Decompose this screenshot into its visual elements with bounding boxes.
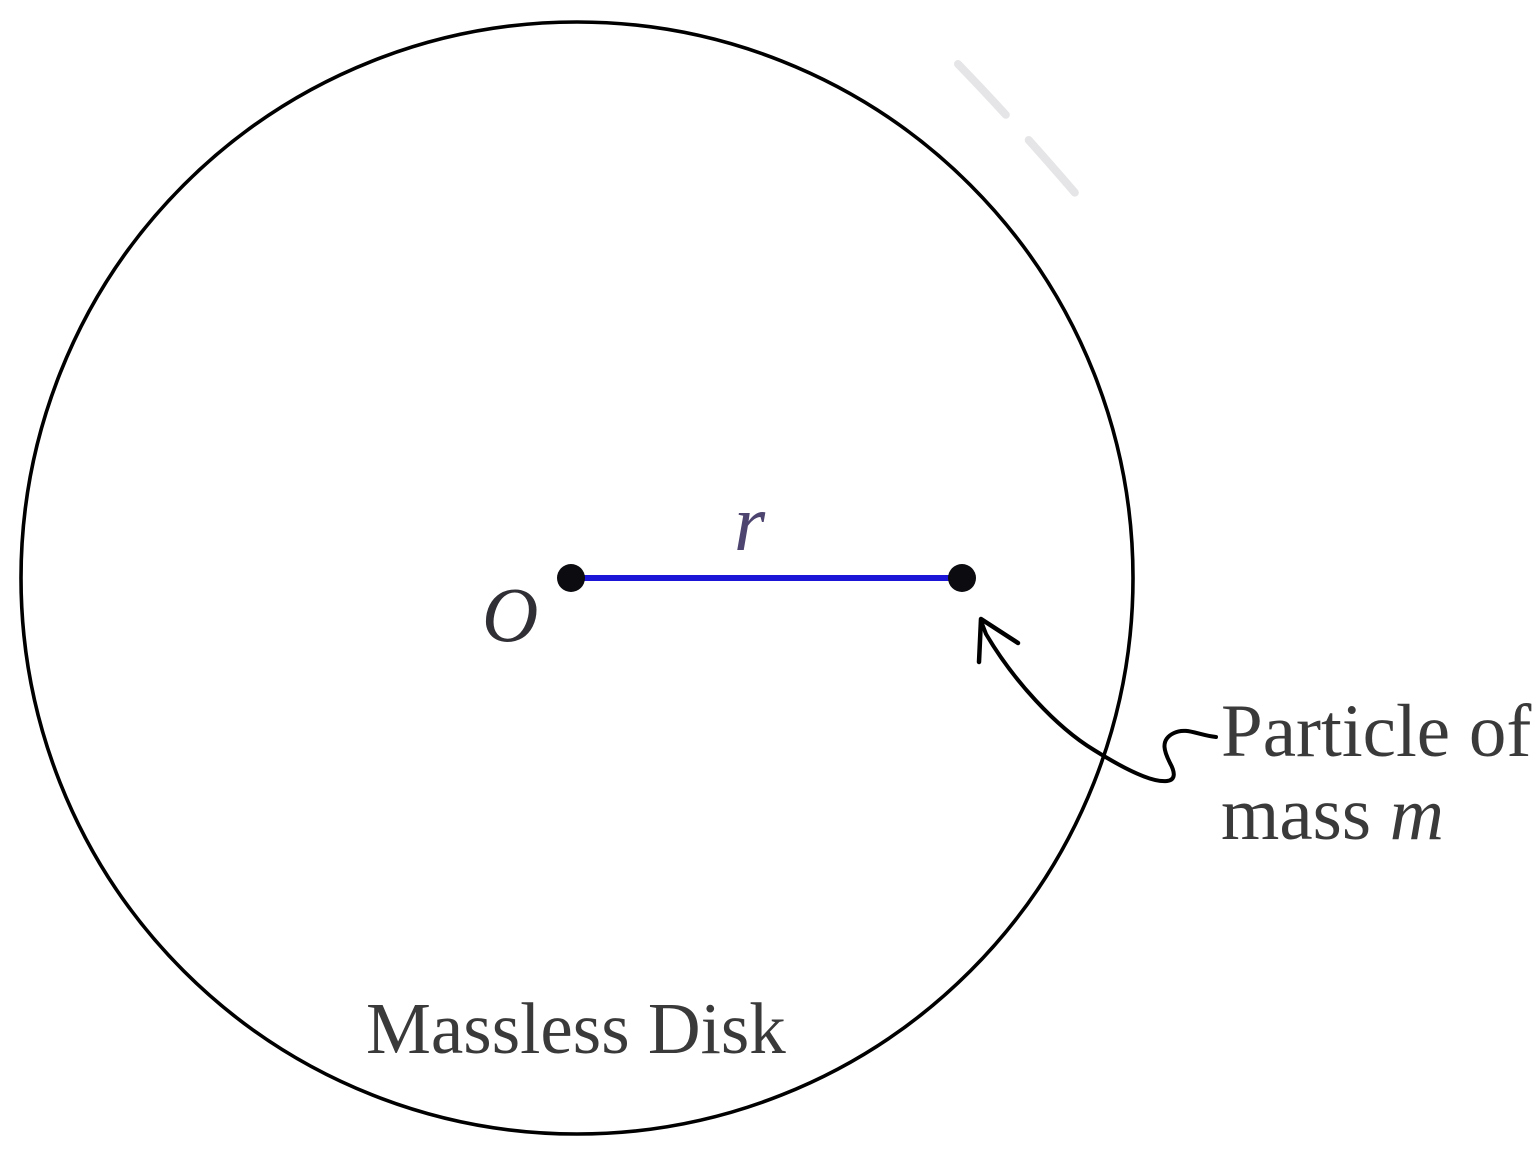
particle-label: Particle of mass m [1221, 690, 1531, 856]
particle-label-line2-word: mass [1221, 773, 1371, 856]
particle-dot [948, 564, 976, 592]
particle-arrowhead-icon [976, 616, 1021, 665]
particle-label-line1: Particle of [1221, 690, 1532, 773]
radius-label: r [734, 480, 766, 568]
particle-mass-symbol: m [1389, 773, 1444, 856]
center-dot [557, 564, 585, 592]
particle-arrow-shaft [979, 619, 1218, 784]
scan-streak-artifact [954, 60, 1092, 212]
center-point-label: O [482, 571, 539, 658]
disk-caption: Massless Disk [366, 988, 786, 1069]
disk-circle [19, 20, 1135, 1136]
